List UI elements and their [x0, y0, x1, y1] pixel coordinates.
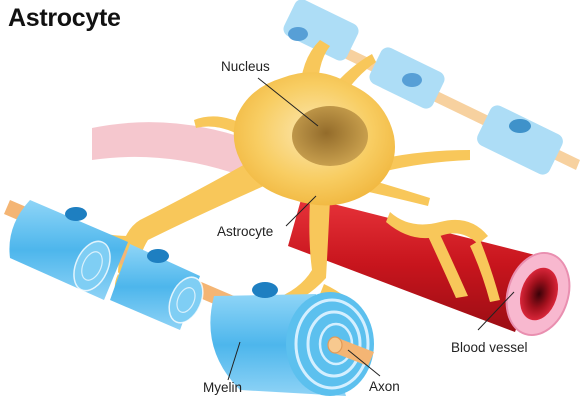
label-astrocyte: Astrocyte — [217, 224, 274, 239]
upper-axon — [283, 0, 580, 175]
label-blood-vessel: Blood vessel — [451, 340, 528, 355]
nucleus — [292, 106, 368, 166]
label-axon: Axon — [369, 379, 400, 394]
left-axon — [4, 200, 276, 330]
label-myelin: Myelin — [203, 380, 243, 395]
label-nucleus: Nucleus — [221, 59, 270, 74]
pointer-lines — [227, 77, 515, 381]
diagram-title: Astrocyte — [8, 4, 121, 32]
front-myelin — [210, 282, 374, 396]
blood-vessel — [288, 196, 571, 337]
